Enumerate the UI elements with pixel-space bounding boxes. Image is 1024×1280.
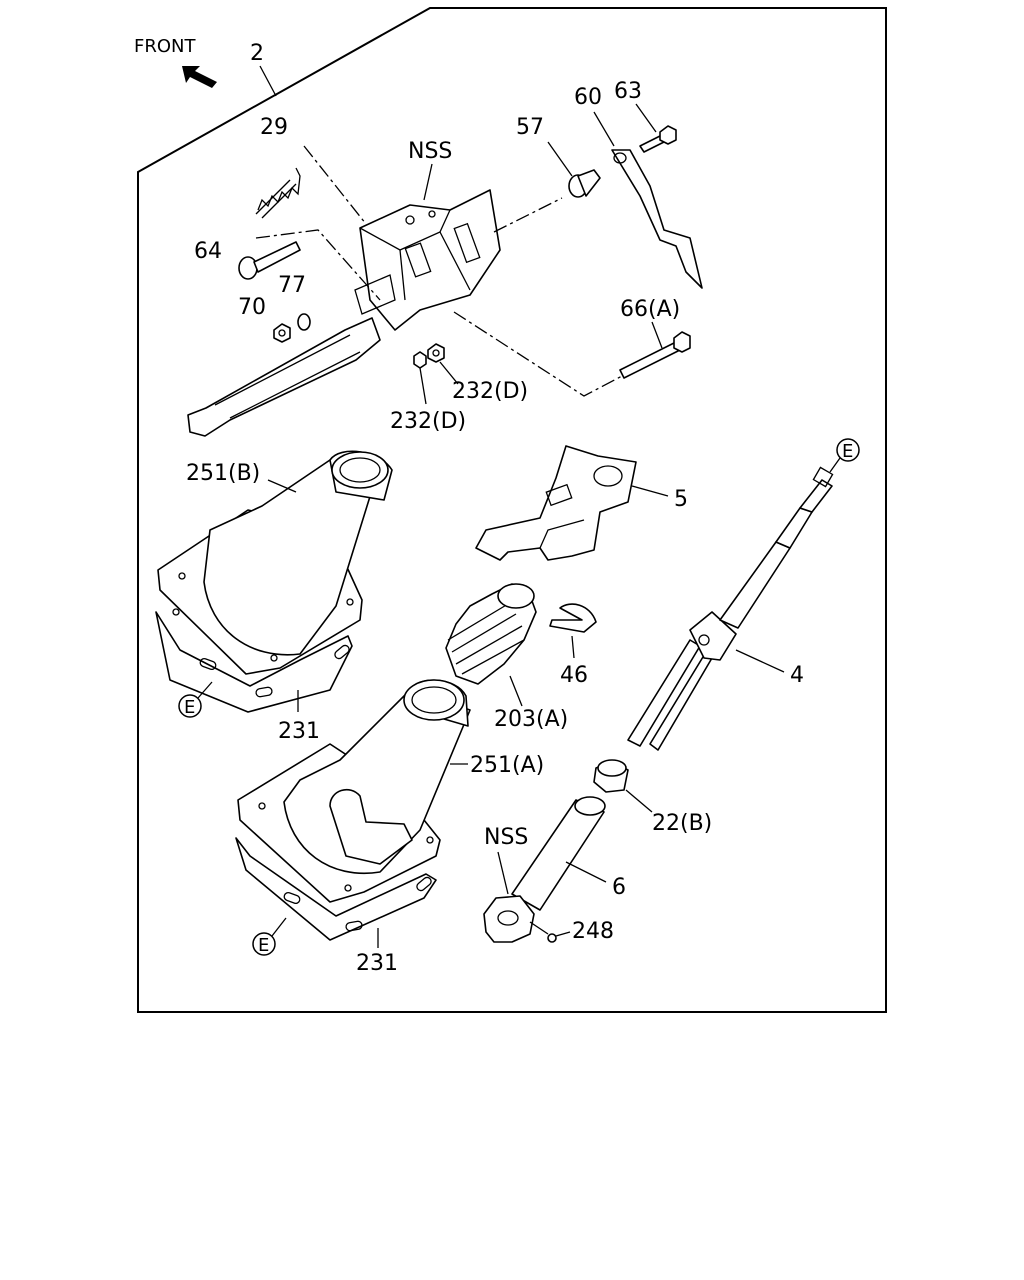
shift-shaft-4 xyxy=(627,466,834,751)
callout-22b: 22(B) xyxy=(652,811,712,836)
shift-lever-bracket xyxy=(187,189,501,437)
connector-e-top-right xyxy=(836,438,860,462)
leader-2 xyxy=(259,65,277,97)
callout-251b: 251(B) xyxy=(186,461,260,486)
bushing-57 xyxy=(568,169,601,198)
callout-232d-left: 232(D) xyxy=(390,409,466,434)
assembly-frame xyxy=(137,7,887,1013)
callout-6: 6 xyxy=(612,875,626,900)
leader-e-left-upper xyxy=(197,681,213,699)
connector-e-left-upper-label: E xyxy=(184,697,195,718)
leader-251b xyxy=(267,479,297,493)
callout-nss-bottom: NSS xyxy=(484,825,528,850)
leader-232d-right xyxy=(439,361,459,385)
callout-77: 77 xyxy=(278,273,306,298)
callout-4: 4 xyxy=(790,663,804,688)
leader-nss-top xyxy=(423,163,433,201)
callout-nss-top: NSS xyxy=(408,139,452,164)
callout-29: 29 xyxy=(260,115,288,140)
callout-231-top: 231 xyxy=(278,719,320,744)
callout-46: 46 xyxy=(560,663,588,688)
front-label: FRONT xyxy=(134,36,196,57)
nut-232d-left xyxy=(413,351,427,369)
connector-e-left-upper xyxy=(178,694,202,718)
leader-203a xyxy=(509,675,523,707)
assembly-line-64 xyxy=(255,229,381,301)
callout-248: 248 xyxy=(572,919,614,944)
screw-248 xyxy=(529,921,557,943)
leader-4 xyxy=(735,649,785,673)
assembly-line-57 xyxy=(493,197,563,233)
leader-57 xyxy=(547,141,573,177)
connector-e-top-right-label: E xyxy=(842,441,853,462)
return-spring xyxy=(255,167,301,219)
leader-5 xyxy=(631,485,669,497)
connector-e-left-lower xyxy=(252,932,276,956)
shift-housing-5 xyxy=(475,445,637,561)
nut-232d-right xyxy=(427,343,445,363)
bushing-22b xyxy=(593,759,629,793)
bolt-66a xyxy=(619,331,691,379)
leader-6 xyxy=(565,861,607,883)
callout-203a: 203(A) xyxy=(494,707,568,732)
callout-60: 60 xyxy=(574,85,602,110)
leader-66a xyxy=(651,321,663,349)
nut-70 xyxy=(273,323,291,343)
assembly-line-29 xyxy=(303,145,367,225)
leader-46 xyxy=(571,635,575,659)
bolt-64 xyxy=(238,241,301,280)
leader-nss-bottom xyxy=(497,851,509,895)
leader-63 xyxy=(635,103,657,133)
front-arrow-icon xyxy=(182,66,217,88)
boot-203a xyxy=(445,583,537,685)
leader-e-left-lower xyxy=(271,917,287,937)
callout-63: 63 xyxy=(614,79,642,104)
assembly-line-66 xyxy=(453,311,623,397)
bolt-63 xyxy=(639,125,677,153)
leader-248 xyxy=(555,931,571,937)
callout-231-bottom: 231 xyxy=(356,951,398,976)
callout-57: 57 xyxy=(516,115,544,140)
leader-60 xyxy=(593,111,615,147)
callout-251a: 251(A) xyxy=(470,753,544,778)
washer-77 xyxy=(297,313,311,331)
clip-46 xyxy=(549,603,597,633)
boot-251b xyxy=(155,450,393,713)
callout-64: 64 xyxy=(194,239,222,264)
leader-e-top-right xyxy=(829,457,841,473)
lever-tube-6 xyxy=(483,796,606,943)
callout-66a: 66(A) xyxy=(620,297,680,322)
boot-251a xyxy=(235,679,471,941)
connector-e-left-lower-label: E xyxy=(258,935,269,956)
leader-232d-left xyxy=(419,367,427,405)
callout-2: 2 xyxy=(250,41,264,66)
leader-22b xyxy=(625,789,653,813)
shift-lever-60 xyxy=(611,149,703,289)
callout-232d-right: 232(D) xyxy=(452,379,528,404)
callout-70: 70 xyxy=(238,295,266,320)
callout-5: 5 xyxy=(674,487,688,512)
